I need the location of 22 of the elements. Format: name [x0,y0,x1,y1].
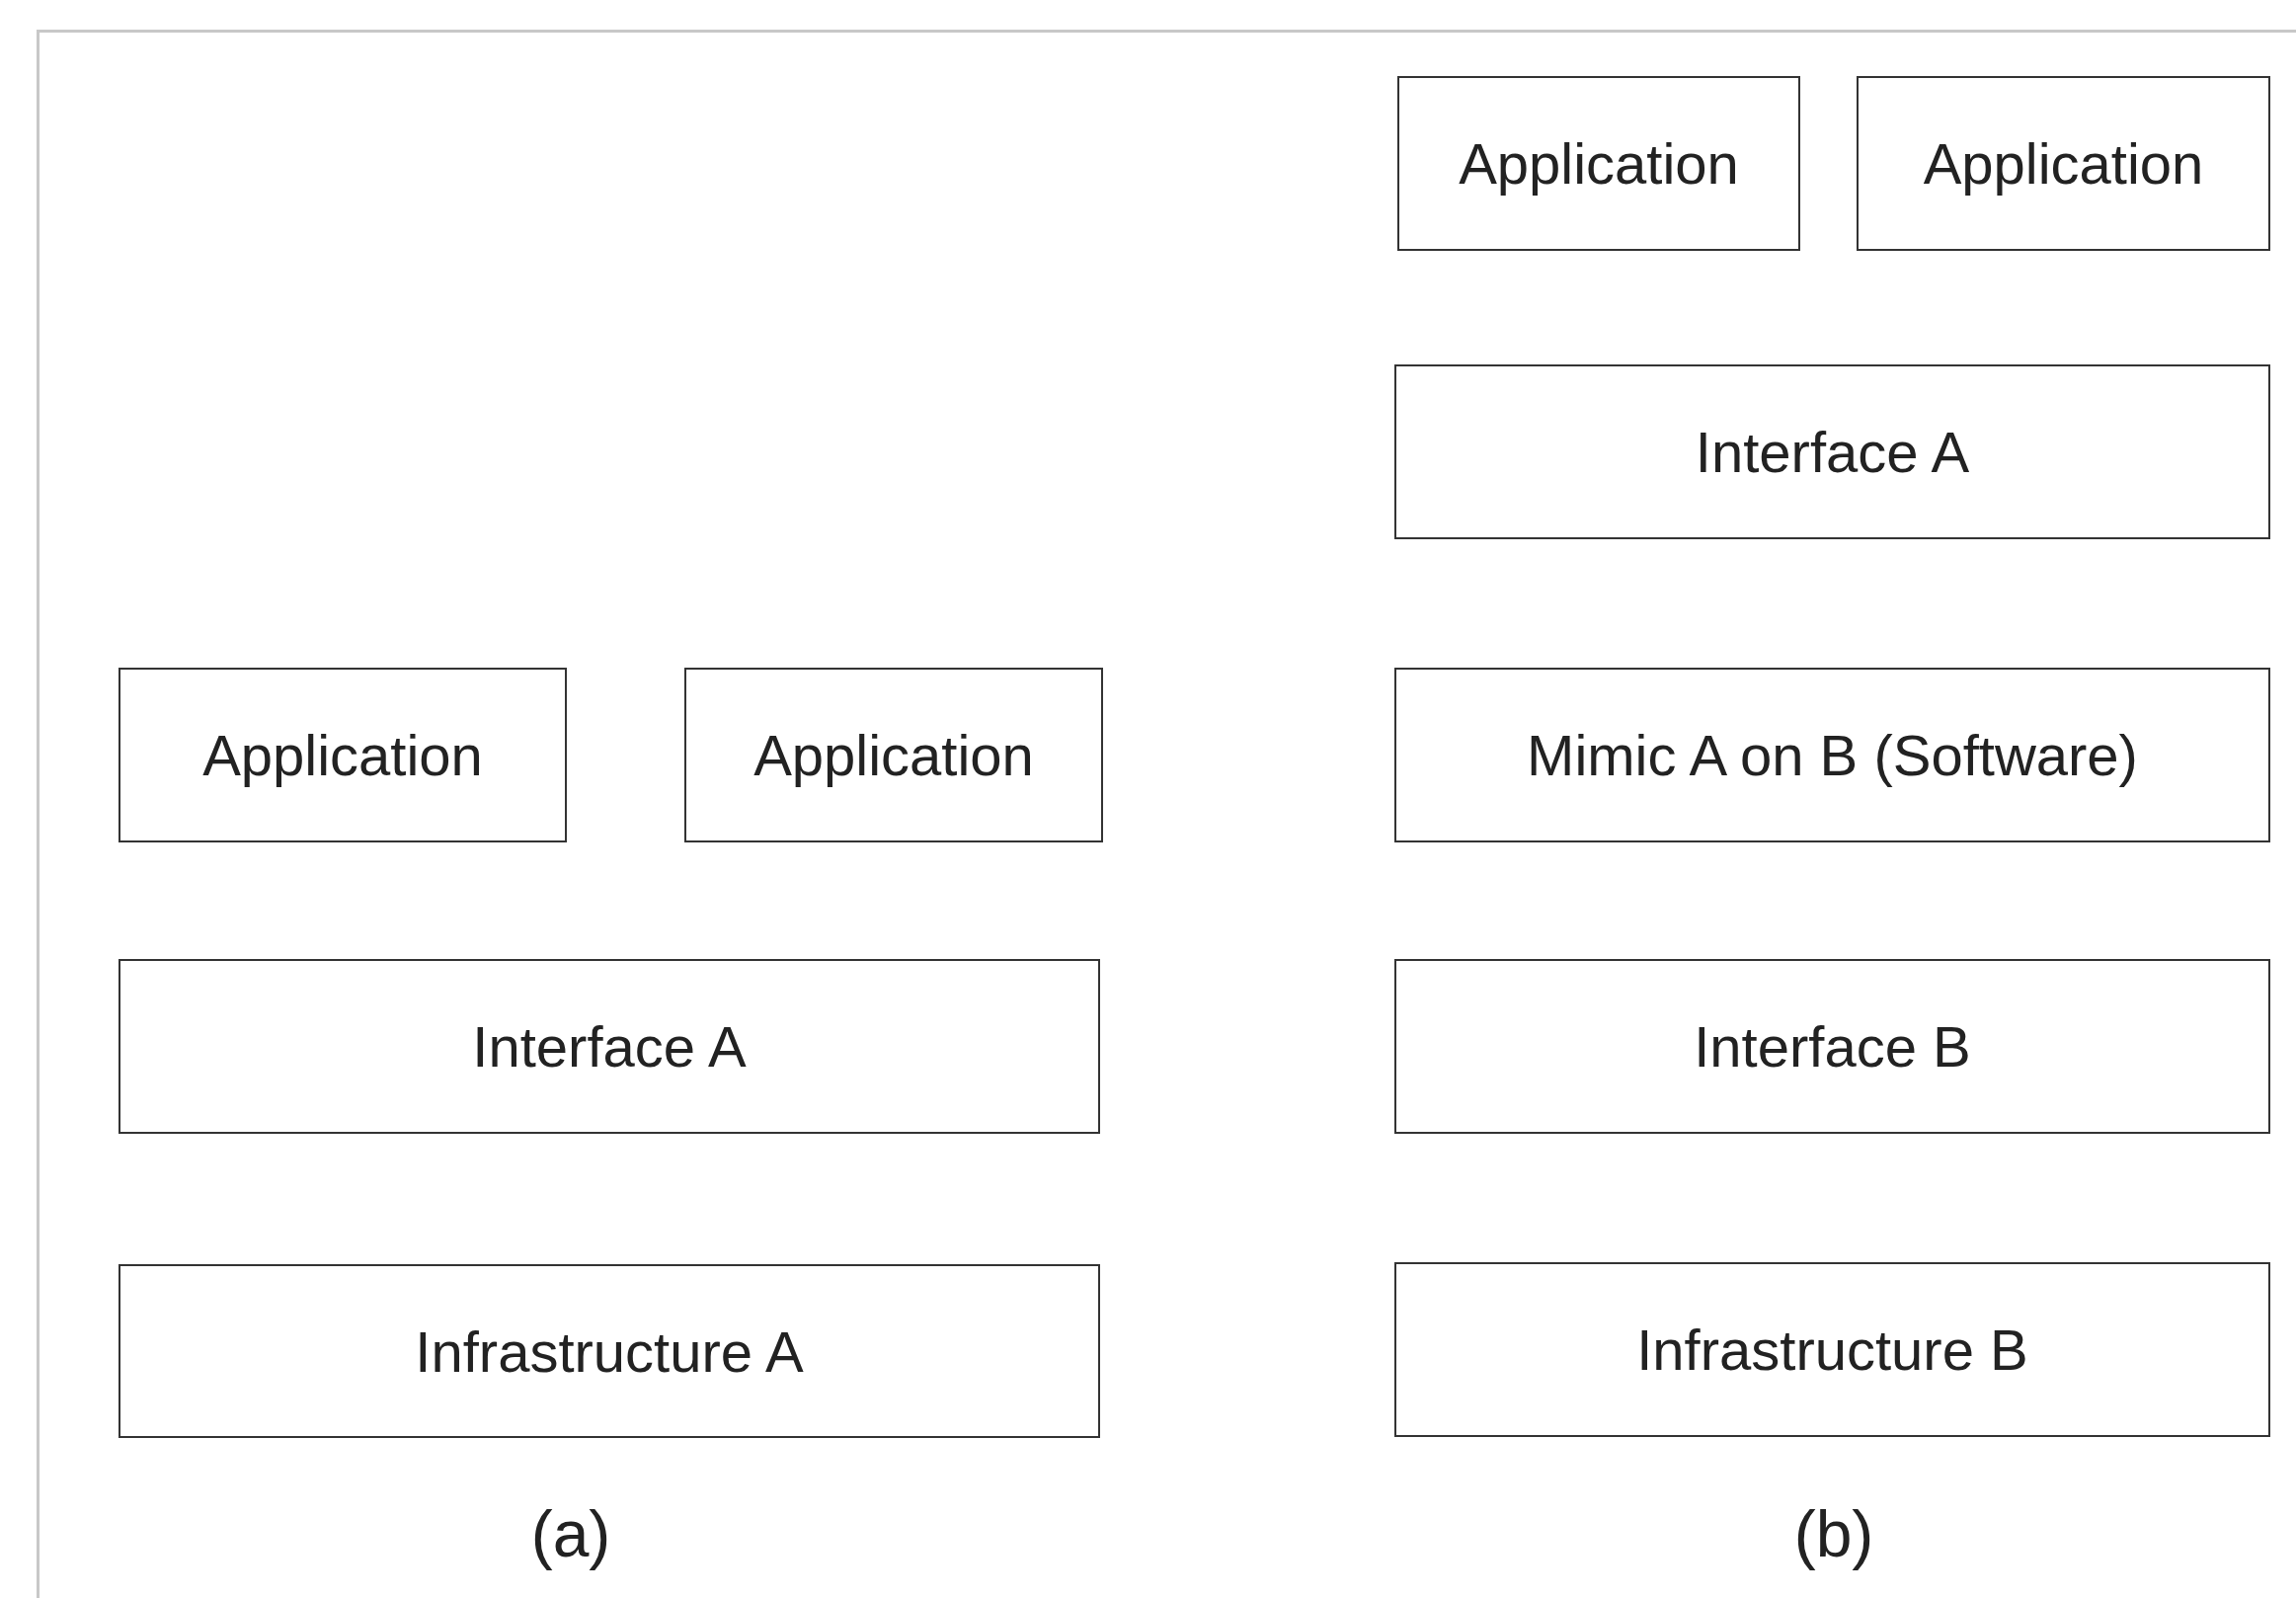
layer-box [119,959,1100,1134]
layer-box [119,1264,1100,1438]
layer-label: Application [202,722,483,788]
panel-label: (b) [1793,1496,1874,1571]
layer-box [1394,364,2270,539]
layer-box [1857,76,2270,251]
layer-label: Application [1459,130,1739,197]
layer-label: Mimic A on B (Software) [1527,722,2138,788]
layer-label: Infrastructure B [1636,1317,2028,1383]
layer-label: Application [753,722,1034,788]
layer-box [1394,959,2270,1134]
layer-box [684,668,1103,842]
layer-label: Interface B [1694,1013,1971,1079]
layer-box [1394,668,2270,842]
layer-label: Interface A [1695,419,1970,485]
layer-box [1394,1262,2270,1437]
layer-label: Infrastructure A [415,1318,804,1385]
panel-label: (a) [530,1496,611,1571]
layer-box [119,668,567,842]
layer-label: Interface A [472,1013,747,1079]
layer-box [1397,76,1800,251]
layer-label: Application [1923,130,2204,197]
